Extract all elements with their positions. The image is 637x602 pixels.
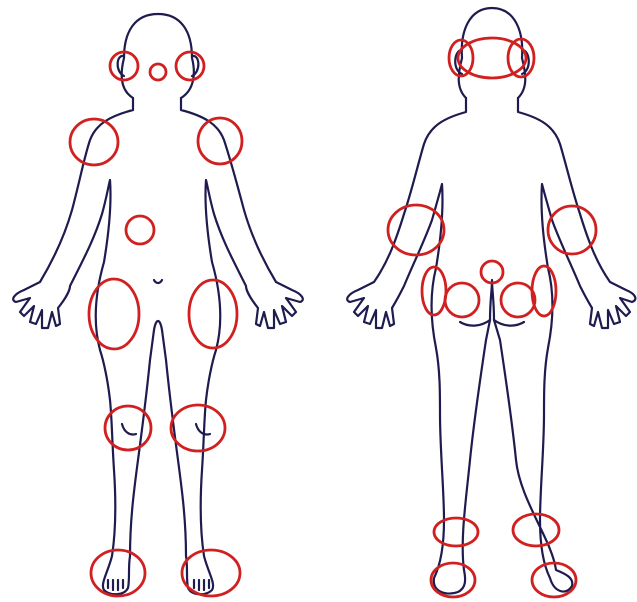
site-front-left-hip	[189, 280, 237, 348]
back-gluteal-line	[490, 280, 494, 320]
site-back-left-elbow	[388, 205, 444, 255]
site-front-nose	[150, 64, 166, 80]
back-gluteal-fold-left	[460, 320, 490, 326]
site-back-left-heel	[431, 563, 475, 597]
site-back-right-heel	[532, 563, 576, 597]
front-view-figure	[13, 14, 303, 594]
back-right-side-outline	[494, 98, 635, 592]
front-right-knee-mark	[122, 424, 136, 435]
site-back-right-buttock	[501, 283, 535, 317]
front-navel-mark	[154, 280, 162, 283]
front-right-toes	[108, 580, 123, 590]
site-front-left-ear	[176, 52, 204, 80]
back-highlights	[388, 38, 596, 597]
site-front-left-shoulder	[198, 118, 242, 164]
front-right-side-outline	[162, 98, 303, 594]
back-head-outline	[459, 8, 526, 98]
site-front-left-foot	[182, 550, 240, 596]
site-back-left-ankle	[434, 518, 478, 546]
front-left-toes	[194, 580, 209, 590]
site-front-right-shoulder	[70, 119, 118, 165]
back-gluteal-fold-right	[494, 320, 524, 326]
back-view-figure	[347, 8, 635, 593]
site-front-abdomen	[126, 216, 154, 244]
front-crotch-line	[154, 321, 162, 330]
front-left-side-outline	[13, 98, 154, 594]
site-back-left-buttock	[445, 283, 479, 317]
